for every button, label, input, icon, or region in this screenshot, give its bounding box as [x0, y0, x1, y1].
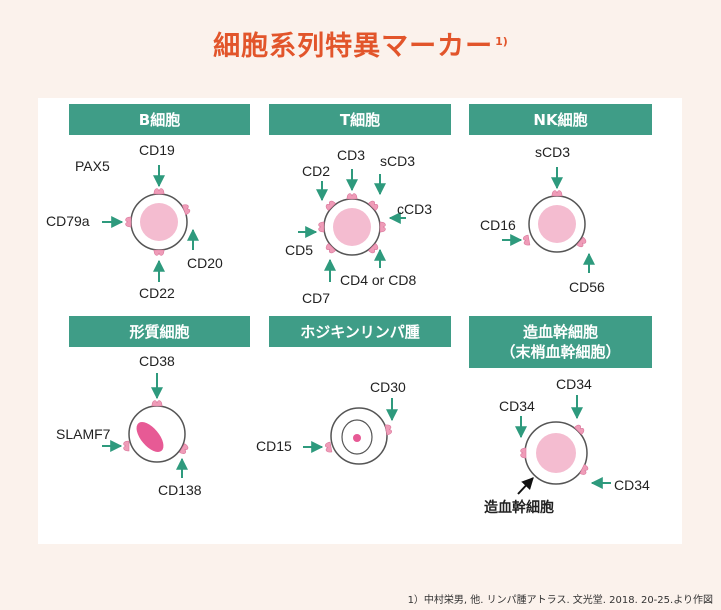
receptor-cd16: [522, 234, 531, 247]
label-cd7: CD7: [302, 290, 331, 306]
receptor-ccd3: [379, 221, 386, 233]
label-ccd3: cCD3: [397, 201, 433, 217]
label-cd4-or-cd8: CD4 or CD8: [340, 272, 417, 288]
label-cd16: CD16: [480, 217, 516, 233]
label-cd79a: CD79a: [46, 213, 90, 229]
label-cd5: CD5: [285, 242, 314, 258]
arrow-stem-cell-label: [517, 477, 534, 495]
receptor-cd38: [151, 400, 163, 407]
nk-cell-nucleus: [538, 205, 576, 243]
hodgkin-cell: [303, 398, 398, 465]
nk-cell: [502, 167, 595, 273]
t-cell-nucleus: [333, 208, 371, 246]
receptor-slamf7: [123, 440, 130, 452]
label-cd34-left: CD34: [499, 398, 535, 414]
receptor-cd22: [153, 249, 165, 256]
header-t-cell: T細胞: [269, 104, 451, 135]
receptor-cd5: [318, 221, 325, 233]
label-cd56: CD56: [569, 279, 605, 295]
label-cd2: CD2: [302, 163, 331, 179]
b-cell-nucleus: [140, 203, 178, 241]
receptor-cd19: [153, 188, 165, 195]
header-hodgkin: ホジキンリンパ腫: [269, 316, 451, 347]
header-plasma-cell: 形質細胞: [69, 316, 250, 347]
stem-cell: [515, 395, 611, 495]
label-pax5: PAX5: [75, 158, 110, 174]
label-cd138: CD138: [158, 482, 202, 498]
label-cd3: CD3: [337, 147, 366, 163]
label-stem-cell: 造血幹細胞: [484, 499, 554, 515]
b-cell: [102, 165, 199, 282]
t-cell: [298, 169, 406, 282]
title-reference: 1): [495, 35, 508, 48]
footnote: 1）中村栄男, 他. リンパ腫アトラス. 文光堂. 2018. 20-25.より…: [407, 595, 713, 606]
label-cd20: CD20: [187, 255, 223, 271]
label-scd3: sCD3: [380, 153, 416, 169]
label-cd22: CD22: [139, 285, 175, 301]
plasma-cell-nucleus: [136, 422, 164, 452]
hodgkin-nucleolus: [353, 434, 361, 442]
label-cd15: CD15: [256, 438, 292, 454]
header-stem-cell: 造血幹細胞（末梢血幹細胞）: [469, 316, 652, 368]
label-cd19: CD19: [139, 142, 175, 158]
receptor-cd15: [324, 441, 333, 454]
label-slamf7: SLAMF7: [56, 426, 111, 442]
receptor-cd3: [346, 193, 358, 200]
label-cd30: CD30: [370, 379, 406, 395]
receptor-cd34-left: [520, 447, 527, 459]
receptor-cd79a: [125, 216, 132, 228]
header-nk-cell: NK細胞: [469, 104, 652, 135]
plasma-cell: [102, 373, 190, 478]
stem-cell-nucleus: [536, 433, 576, 473]
receptor-scd3-nk: [551, 190, 563, 197]
label-cd38: CD38: [139, 353, 175, 369]
header-b-cell: B細胞: [69, 104, 250, 135]
label-cd34-right: CD34: [614, 477, 650, 493]
label-cd34-top: CD34: [556, 376, 592, 392]
label-scd3-nk: sCD3: [535, 144, 571, 160]
